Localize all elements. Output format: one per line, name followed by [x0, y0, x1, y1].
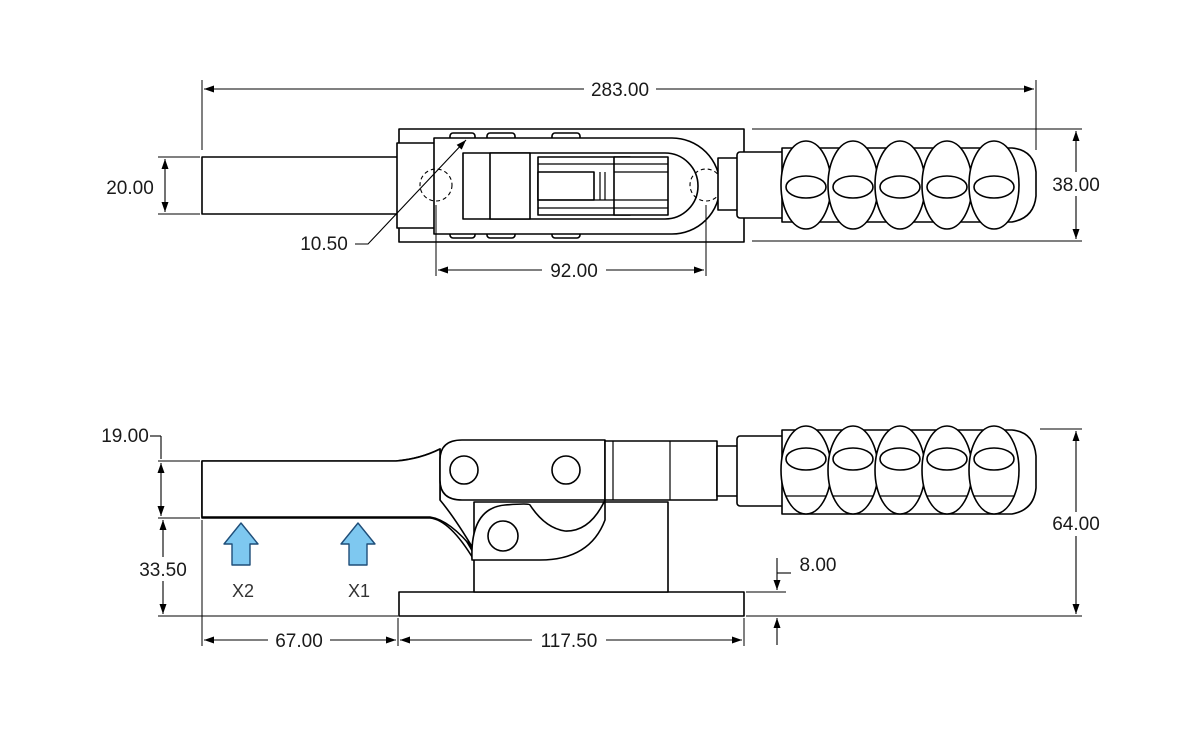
dim-pin-spacing: 92.00	[550, 261, 598, 282]
pin-hole-hidden-left	[419, 168, 453, 202]
plunger-arm-top	[201, 156, 399, 215]
dim-top-height: 19.00	[101, 426, 149, 447]
side-view: X2 X1 19.00 33.50 64.00 8.00	[101, 425, 1106, 652]
dim-arm-width: 20.00	[106, 178, 154, 199]
upper-pivot-right	[551, 455, 581, 485]
handle-top	[717, 140, 1037, 230]
dim-base-thickness: 8.00	[800, 555, 837, 576]
upper-pivot-left	[449, 455, 479, 485]
linkage-top	[489, 152, 669, 220]
dim-overall-height: 64.00	[1052, 514, 1100, 535]
dim-handle-diameter: 38.00	[1052, 175, 1100, 196]
dim-arm-height: 33.50	[139, 560, 187, 581]
housing-side	[604, 440, 718, 501]
load-point-x1: X1	[340, 522, 376, 601]
load-point-x2: X2	[223, 522, 259, 601]
dim-pin-diameter: 10.50	[300, 234, 348, 255]
lower-pivot-side	[487, 520, 519, 552]
base-plate-side	[398, 591, 745, 617]
load-arrow-x2-icon	[223, 522, 259, 566]
load-label-x1: X1	[348, 581, 370, 601]
top-view: 283.00 20.00 10.50 92.00 38.00	[106, 78, 1106, 282]
load-label-x2: X2	[232, 581, 254, 601]
dim-arm-reach: 67.00	[275, 631, 323, 652]
load-arrow-x1-icon	[340, 522, 376, 566]
dim-base-length: 117.50	[541, 631, 598, 652]
handle-side	[716, 425, 1037, 515]
dim-overall-length: 283.00	[591, 80, 649, 101]
